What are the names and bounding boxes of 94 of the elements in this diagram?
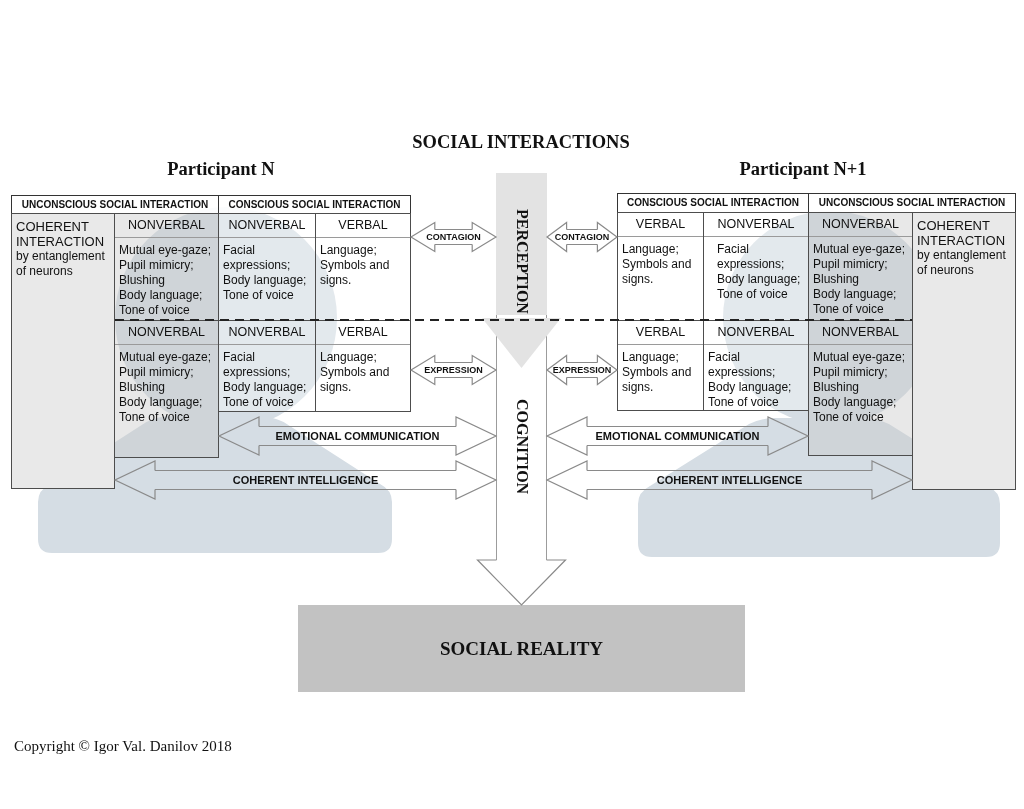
table-cell [11, 213, 115, 489]
cell-text: Body language; [222, 273, 308, 288]
edge-label: COHERENT INTELLIGENCE [656, 474, 803, 486]
table-cell [703, 320, 809, 411]
cell-heading: COHERENT INTERACTION [917, 218, 1007, 248]
cell-text: Body language; [118, 395, 204, 410]
edge-label: COHERENT INTELLIGENCE [232, 474, 379, 486]
result-label: SOCIAL REALITY [439, 637, 604, 660]
outcome-box [298, 605, 745, 692]
participant-heading: Participant N [167, 160, 275, 179]
cell-text: Tone of voice [222, 395, 295, 410]
column-heading: VERBAL [618, 321, 703, 345]
section-heading: UNCONSCIOUS SOCIAL INTERACTION [817, 196, 1007, 210]
cell-text: Symbols and signs. [621, 257, 693, 287]
cell-text: Facial expressions; [716, 242, 786, 272]
edge-label: EXPRESSION [424, 365, 483, 375]
cell-text: Body language; [222, 380, 308, 395]
participant-heading: Participant N+1 [739, 160, 867, 179]
edge-label: CONTAGION [554, 232, 610, 242]
cell-text: Body language; [118, 288, 204, 303]
cell-text: by entanglement of neurons [16, 249, 106, 279]
table-cell [218, 213, 316, 321]
column-heading: NONVERBAL [115, 321, 218, 345]
diagram-title: SOCIAL INTERACTIONS [412, 133, 630, 152]
cell-text: Facial expressions; [222, 350, 292, 380]
vertical-label: COGNITION [513, 399, 530, 495]
cell-text: Blushing [118, 380, 167, 395]
column-heading: NONVERBAL [704, 213, 808, 237]
column-heading: NONVERBAL [219, 321, 315, 345]
table-header [808, 193, 1016, 213]
cell-text: Body language; [812, 395, 898, 410]
edge-label: EMOTIONAL COMMUNICATION [595, 430, 760, 442]
cell-text: Pupil mimicry; [812, 365, 889, 380]
cell-text: Tone of voice [118, 303, 191, 318]
cell-text: Tone of voice [812, 302, 885, 317]
cell-text: Tone of voice [716, 287, 789, 302]
section-heading: CONSCIOUS SOCIAL INTERACTION [227, 198, 402, 212]
cell-text: Mutual eye-gaze; [812, 242, 907, 257]
table-cell [617, 212, 704, 321]
table-cell [808, 320, 913, 456]
arrow-shaft [496, 173, 547, 318]
table-cell [114, 213, 219, 321]
section-heading: UNCONSCIOUS SOCIAL INTERACTION [20, 198, 210, 212]
cell-text: Language; [621, 350, 680, 365]
table-cell [808, 212, 913, 321]
cell-text: Mutual eye-gaze; [812, 350, 907, 365]
column-heading: VERBAL [618, 213, 703, 237]
copyright-notice: Copyright © Igor Val. Danilov 2018 [14, 739, 232, 754]
column-heading: VERBAL [316, 214, 410, 238]
cell-text: Symbols and signs. [319, 258, 391, 288]
cell-text: Blushing [812, 272, 861, 287]
edge-label: CONTAGION [426, 232, 481, 242]
cell-text: by entanglement of neurons [917, 248, 1007, 278]
table-cell [315, 213, 411, 321]
cell-text: Body language; [812, 287, 898, 302]
edge-label: EMOTIONAL COMMUNICATION [275, 430, 440, 442]
table-cell [703, 212, 809, 321]
section-heading: CONSCIOUS SOCIAL INTERACTION [625, 196, 800, 210]
cell-text: Tone of voice [222, 288, 295, 303]
cell-text: Tone of voice [118, 410, 191, 425]
table-cell [912, 212, 1016, 490]
cell-text: Pupil mimicry; [118, 258, 195, 273]
table-cell [617, 320, 704, 411]
column-heading: NONVERBAL [809, 321, 912, 345]
cell-text: Tone of voice [707, 395, 780, 410]
cell-text: Facial expressions; [707, 350, 777, 380]
cell-text: Mutual eye-gaze; [118, 243, 213, 258]
cell-text: Body language; [707, 380, 793, 395]
column-heading: NONVERBAL [219, 214, 315, 238]
column-heading: NONVERBAL [115, 214, 218, 238]
column-heading: NONVERBAL [704, 321, 808, 345]
cell-text: Blushing [812, 380, 861, 395]
cell-text: Tone of voice [812, 410, 885, 425]
cell-text: Symbols and signs. [621, 365, 693, 395]
vertical-label: PERCEPTION [513, 209, 530, 314]
table-header [218, 195, 411, 214]
table-header [617, 193, 809, 213]
cell-text: Language; [319, 350, 378, 365]
table-cell [114, 320, 219, 458]
cell-text: Language; [319, 243, 378, 258]
cell-text: Mutual eye-gaze; [118, 350, 213, 365]
table-cell [218, 320, 316, 412]
cell-text: Symbols and signs. [319, 365, 391, 395]
column-heading: VERBAL [316, 321, 410, 345]
edge-label: EXPRESSION [552, 365, 612, 375]
table-cell [315, 320, 411, 412]
cell-text: Facial expressions; [222, 243, 292, 273]
cell-text: Language; [621, 242, 680, 257]
cell-text: Blushing [118, 273, 167, 288]
cell-text: Pupil mimicry; [118, 365, 195, 380]
cell-heading: COHERENT INTERACTION [16, 219, 106, 249]
table-header [11, 195, 219, 214]
cell-text: Body language; [716, 272, 802, 287]
cell-text: Pupil mimicry; [812, 257, 889, 272]
